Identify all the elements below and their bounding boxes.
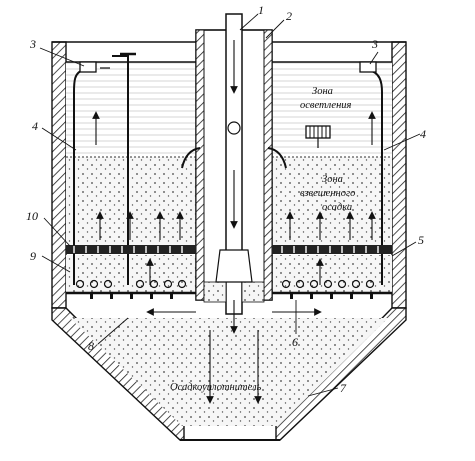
distribution-grid: [66, 245, 392, 299]
label-7: 7: [340, 381, 347, 395]
label-6: 6: [292, 335, 298, 349]
grid-left: [66, 245, 196, 254]
zone-suspended-line3: осадка: [322, 202, 352, 213]
label-8: 8: [88, 339, 94, 353]
label-2: 2: [286, 9, 292, 23]
right-riser-pipes: [359, 61, 383, 285]
suspended-zone-left: [66, 157, 196, 245]
separator-device: [305, 125, 331, 148]
thickener-zone: [70, 318, 388, 426]
label-9: 9: [30, 249, 36, 263]
right-wall: [391, 41, 407, 309]
zone-clarification-line1: Зона: [312, 86, 333, 97]
label-3-right: 3: [371, 37, 378, 51]
zone-suspended-line2: взвешенного: [300, 188, 355, 199]
clarification-water-left: [66, 62, 196, 157]
label-3-left: 3: [29, 37, 36, 51]
left-riser-pipes: [73, 52, 136, 285]
label-10: 10: [26, 209, 38, 223]
zone-suspended-line1: Зона: [322, 174, 343, 185]
leader-lines: [39, 13, 421, 397]
flow-arrows: [92, 111, 376, 285]
bottom-flow-arrows: [146, 308, 322, 404]
label-5: 5: [418, 233, 424, 247]
label-4-left: 4: [32, 119, 38, 133]
label-4-right: 4: [420, 127, 426, 141]
central-column: [181, 13, 287, 334]
sludge-pipe-left: [112, 55, 129, 285]
tank-contents: [66, 62, 392, 426]
grid-right: [272, 245, 392, 254]
zone-clarification-line2: осветления: [300, 100, 352, 111]
label-1: 1: [258, 3, 264, 17]
zone-thickener: Осадкоуплотнитель: [170, 382, 262, 393]
